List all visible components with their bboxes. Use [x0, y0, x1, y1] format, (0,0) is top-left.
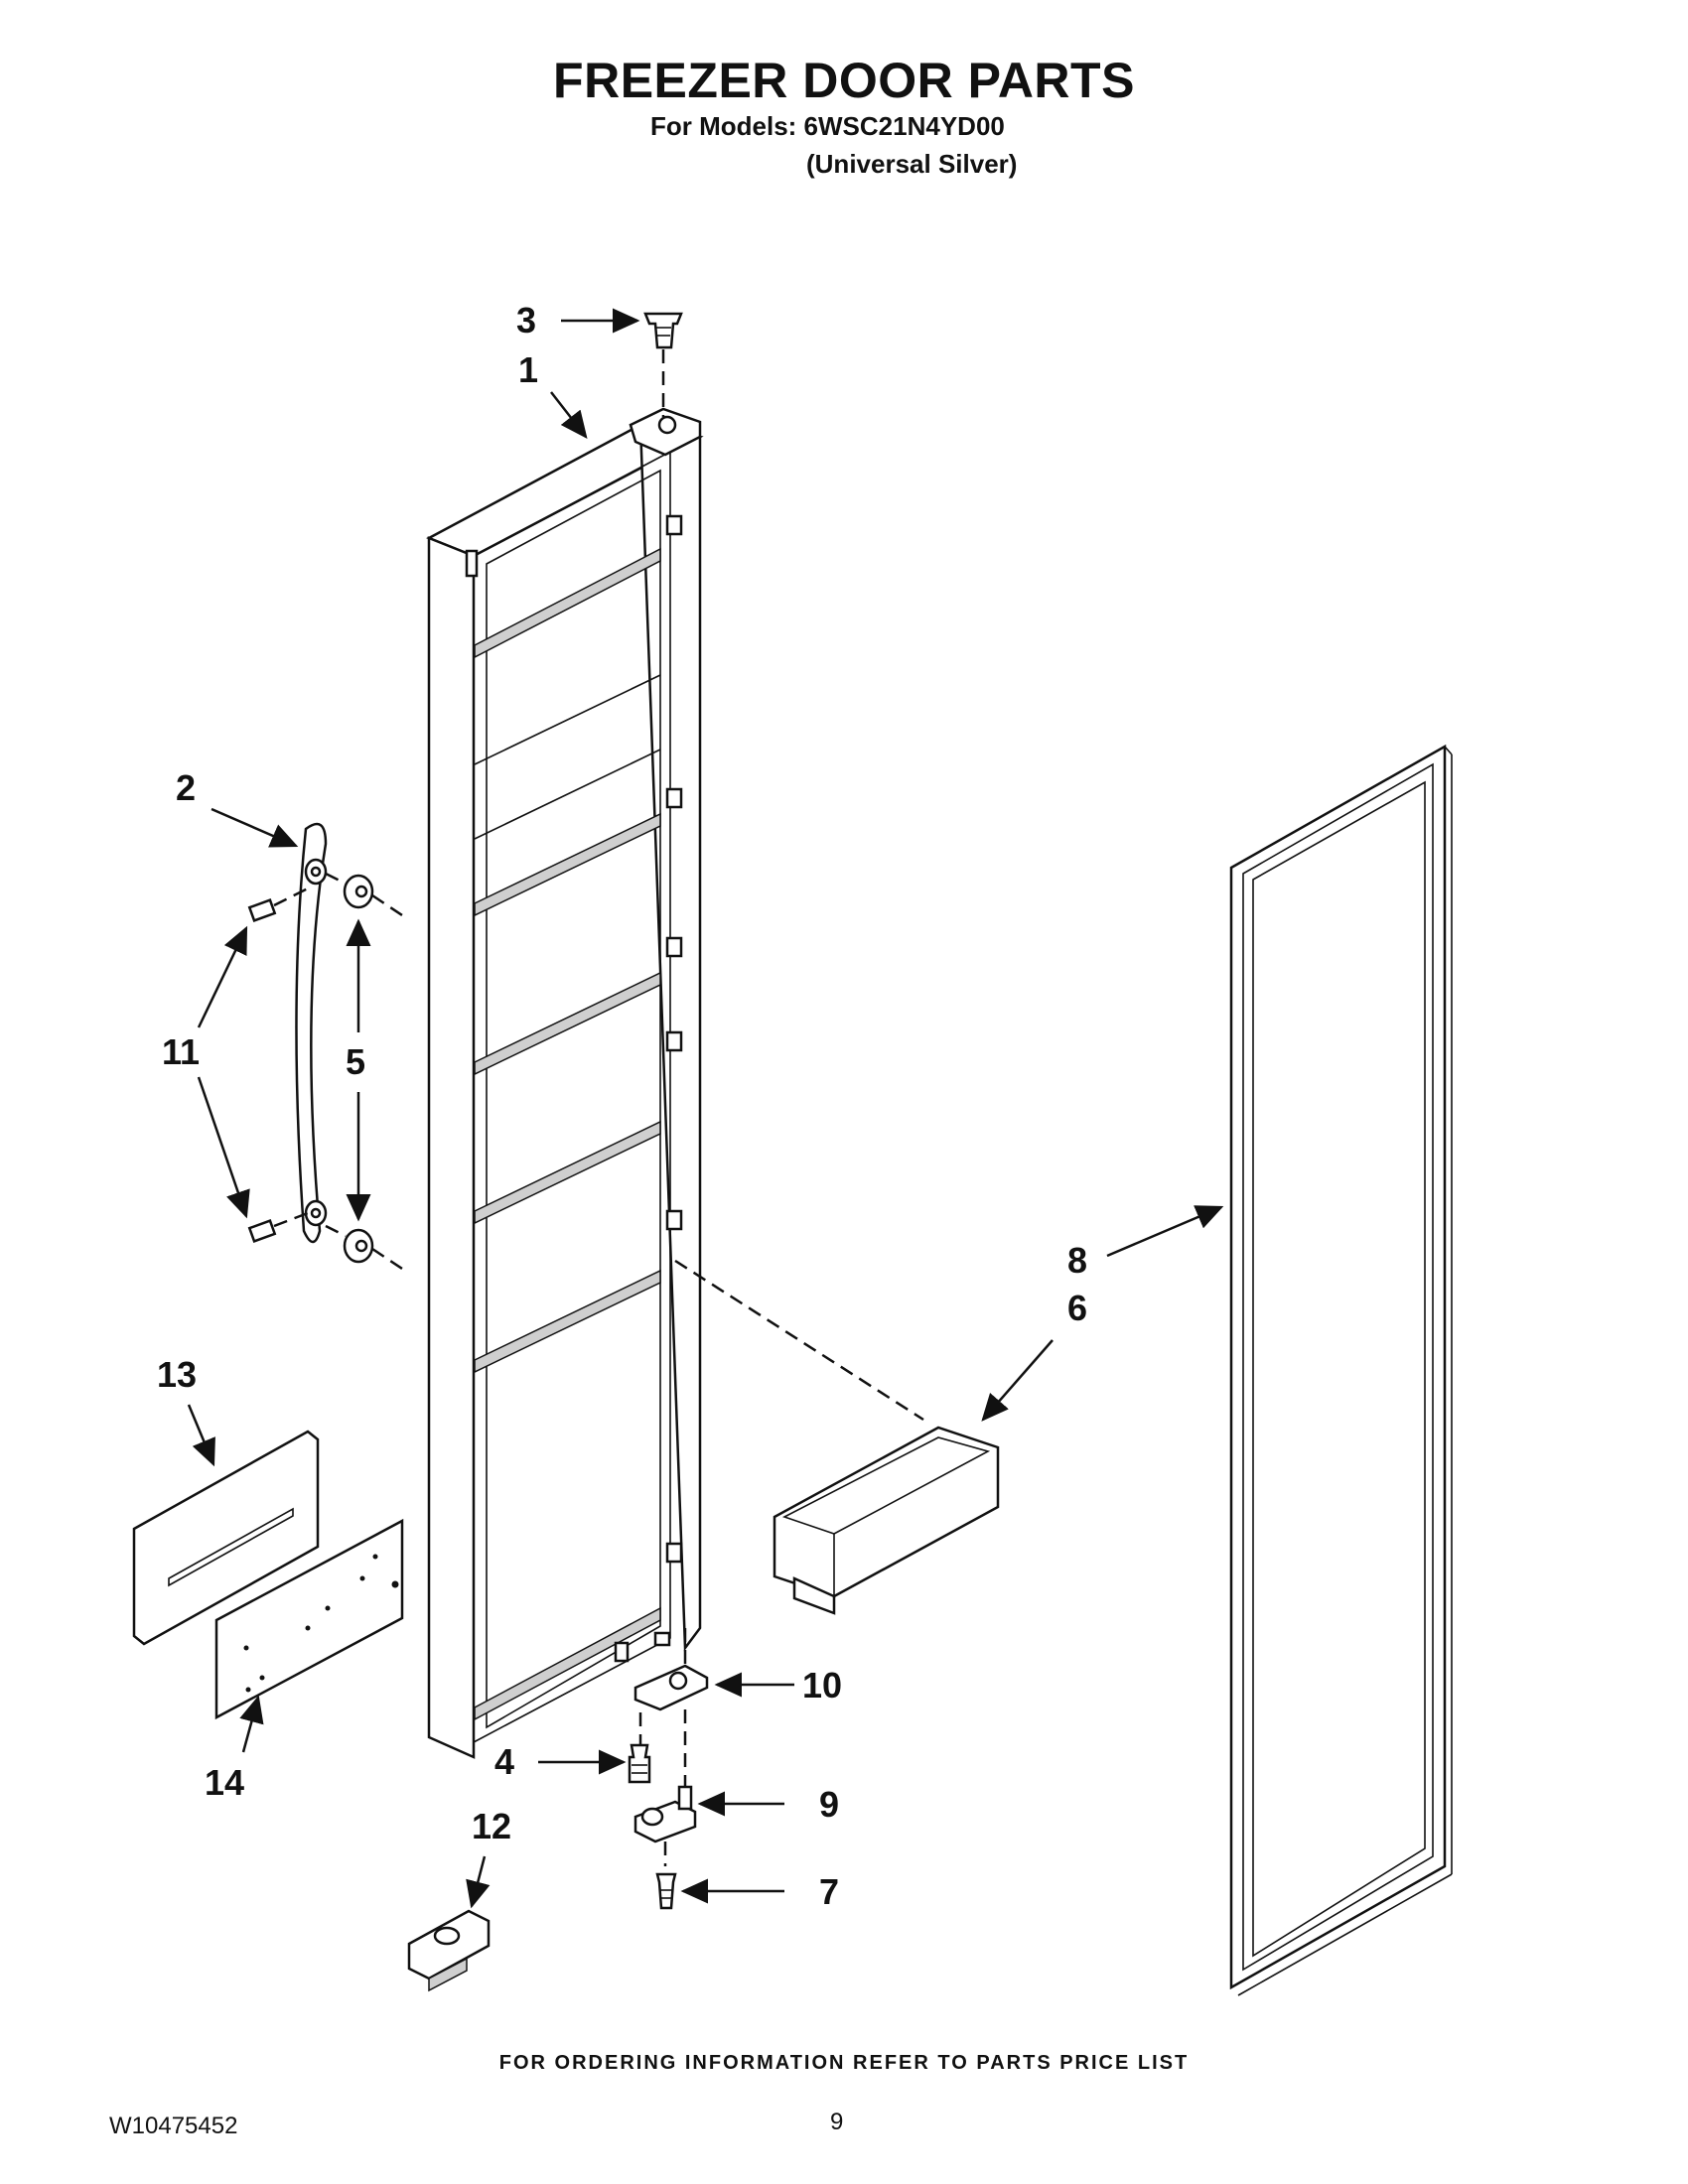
callout-11: 11 — [162, 1031, 200, 1072]
callout-labels: 3 1 2 11 5 13 14 8 6 10 4 9 12 7 — [157, 300, 1087, 1912]
handle-screws-part — [247, 887, 309, 1243]
freezer-door-part — [426, 407, 704, 1759]
door-gasket-part — [1229, 744, 1453, 1996]
hinge-screw-part — [628, 1712, 651, 1784]
shelf-clips — [665, 514, 683, 1564]
mounting-plate-part — [214, 1518, 404, 1720]
callout-12: 12 — [472, 1806, 511, 1846]
hinge-cover-part — [407, 1909, 491, 1992]
callout-2: 2 — [176, 767, 196, 808]
door-liner-shelves — [474, 547, 661, 1721]
callout-14: 14 — [205, 1762, 244, 1803]
lower-hinge-bracket-part — [633, 1628, 709, 1787]
callout-9: 9 — [819, 1784, 839, 1825]
handle-spacers-part — [325, 872, 403, 1271]
color-line: (Universal Silver) — [806, 149, 1018, 179]
callout-10: 10 — [802, 1665, 842, 1706]
callout-7: 7 — [819, 1871, 839, 1912]
bottom-screw-part — [655, 1872, 677, 1910]
page-number: 9 — [830, 2109, 844, 2135]
callout-6: 6 — [1067, 1288, 1087, 1328]
callout-5: 5 — [346, 1041, 365, 1082]
trim-panel-part — [132, 1430, 320, 1646]
door-bin-part — [674, 1259, 1000, 1615]
door-handle-part — [295, 822, 328, 1244]
callout-13: 13 — [157, 1354, 197, 1395]
leader-arrows — [187, 308, 1224, 1909]
hinge-bushing-part — [643, 312, 683, 417]
document-number: W10475452 — [109, 2113, 238, 2139]
callout-3: 3 — [516, 300, 536, 341]
hinge-pin-part — [633, 1785, 697, 1866]
models-line: For Models: 6WSC21N4YD00 — [650, 111, 1005, 141]
page-title: FREEZER DOOR PARTS — [553, 53, 1135, 108]
callout-8: 8 — [1067, 1240, 1087, 1281]
callout-1: 1 — [518, 349, 538, 390]
ordering-note: FOR ORDERING INFORMATION REFER TO PARTS … — [498, 2052, 1190, 2074]
callout-4: 4 — [494, 1741, 514, 1782]
